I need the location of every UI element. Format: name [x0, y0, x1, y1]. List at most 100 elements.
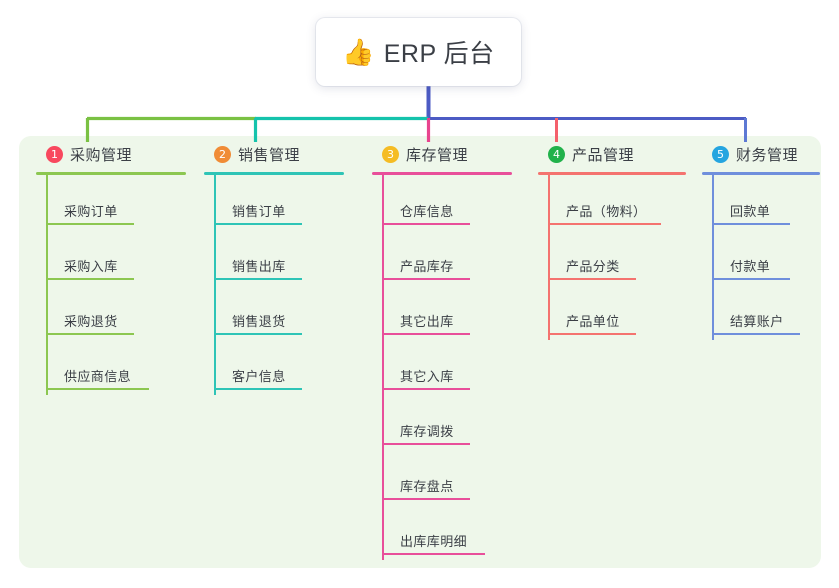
branch-item-underline: [712, 333, 800, 335]
branch-item-label: 销售订单: [232, 204, 286, 219]
branch-item-label: 回款单: [730, 204, 771, 219]
branch-item-label: 库存盘点: [400, 479, 454, 494]
branch-item-underline: [382, 553, 485, 555]
branch-item[interactable]: 仓库信息: [372, 175, 512, 230]
branch-item[interactable]: 销售订单: [204, 175, 344, 230]
branch-badge-1: 1: [46, 145, 63, 163]
branch-item-list-1: 采购订单采购入库采购退货供应商信息: [36, 175, 186, 395]
branch-item-underline: [548, 223, 661, 225]
branch-item-list-3: 仓库信息产品库存其它出库其它入库库存调拨库存盘点出库库明细: [372, 175, 512, 560]
branch-item-label: 出库库明细: [400, 534, 468, 549]
branch-item-underline: [46, 223, 134, 225]
branch-item[interactable]: 销售退货: [204, 285, 344, 340]
branch-item-label: 销售退货: [232, 314, 286, 329]
branch-header-1[interactable]: 1 采购管理: [46, 142, 186, 166]
branch-item-underline: [712, 223, 790, 225]
branch-item[interactable]: 产品库存: [372, 230, 512, 285]
branch-item-list-4: 产品（物料） 产品分类产品单位: [538, 175, 686, 340]
branch-title-2: 销售管理: [238, 146, 301, 164]
branch-item-underline: [46, 333, 134, 335]
branch-item-label: 销售出库: [232, 259, 286, 274]
branch-item-label: 产品库存: [400, 259, 454, 274]
branch-item-underline: [46, 278, 134, 280]
branch-header-5[interactable]: 5 财务管理: [712, 142, 820, 166]
branch-item-underline: [382, 498, 470, 500]
branch-item[interactable]: 付款单: [702, 230, 820, 285]
branch-title-4: 产品管理: [572, 146, 635, 164]
branch-item[interactable]: 库存调拨: [372, 395, 512, 450]
branch-item[interactable]: 客户信息: [204, 340, 344, 395]
branch-item-underline: [712, 278, 790, 280]
branch-column-5: 5 财务管理回款单付款单结算账户: [702, 142, 820, 340]
branch-item-label: 付款单: [730, 259, 771, 274]
diagram-background-panel: [19, 136, 821, 568]
branch-item[interactable]: 出库库明细: [372, 505, 512, 560]
branch-item[interactable]: 销售出库: [204, 230, 344, 285]
branch-item-underline: [214, 388, 302, 390]
branch-item[interactable]: 采购退货: [36, 285, 186, 340]
branch-badge-5: 5: [712, 145, 729, 163]
branch-badge-2: 2: [214, 145, 231, 163]
branch-item-label: 其它入库: [400, 369, 454, 384]
branch-item[interactable]: 产品（物料）: [538, 175, 686, 230]
branch-spine-4: [548, 175, 550, 340]
branch-title-3: 库存管理: [406, 146, 469, 164]
root-node-content: 👍 ERP 后台: [342, 34, 494, 70]
branch-item[interactable]: 其它入库: [372, 340, 512, 395]
branch-item-label: 产品分类: [566, 259, 620, 274]
branch-item-underline: [548, 278, 636, 280]
branch-item-underline: [46, 388, 149, 390]
branch-title-5: 财务管理: [736, 146, 799, 164]
branch-item-underline: [548, 333, 636, 335]
branch-item-underline: [382, 388, 470, 390]
branch-item-underline: [214, 278, 302, 280]
branch-spine-2: [214, 175, 216, 395]
branch-item-label: 采购订单: [64, 204, 118, 219]
branch-item-label: 其它出库: [400, 314, 454, 329]
branch-item-underline: [382, 278, 470, 280]
branch-underline-5: [702, 172, 820, 175]
branch-item-label: 采购退货: [64, 314, 118, 329]
branch-item[interactable]: 采购订单: [36, 175, 186, 230]
branch-item[interactable]: 其它出库: [372, 285, 512, 340]
branch-spine-3: [382, 175, 384, 560]
branch-item[interactable]: 供应商信息: [36, 340, 186, 395]
branch-item-label: 采购入库: [64, 259, 118, 274]
branch-underline-2: [204, 172, 344, 175]
branch-item[interactable]: 库存盘点: [372, 450, 512, 505]
branch-underline-1: [36, 172, 186, 175]
branch-item[interactable]: 结算账户: [702, 285, 820, 340]
branch-item-label: 客户信息: [232, 369, 286, 384]
thumbs-up-icon: 👍: [342, 37, 375, 67]
branch-item-label: 仓库信息: [400, 204, 454, 219]
branch-spine-1: [46, 175, 48, 395]
branch-item[interactable]: 回款单: [702, 175, 820, 230]
branch-item-underline: [214, 333, 302, 335]
branch-item-label: 产品单位: [566, 314, 620, 329]
branch-item-underline: [382, 333, 470, 335]
branch-underline-4: [538, 172, 686, 175]
branch-underline-3: [372, 172, 512, 175]
branch-column-1: 1 采购管理采购订单采购入库采购退货供应商信息: [36, 142, 186, 395]
branch-title-1: 采购管理: [70, 146, 133, 164]
branch-item-label: 产品（物料）: [566, 204, 647, 219]
branch-item-label: 供应商信息: [64, 369, 132, 384]
branch-header-2[interactable]: 2 销售管理: [214, 142, 344, 166]
root-node[interactable]: 👍 ERP 后台: [316, 18, 521, 86]
branch-item-list-2: 销售订单销售出库销售退货客户信息: [204, 175, 344, 395]
branch-column-2: 2 销售管理销售订单销售出库销售退货客户信息: [204, 142, 344, 395]
branch-item-underline: [382, 223, 470, 225]
branch-item[interactable]: 产品单位: [538, 285, 686, 340]
branch-item[interactable]: 产品分类: [538, 230, 686, 285]
root-title: ERP 后台: [383, 40, 495, 68]
branch-item-underline: [214, 223, 302, 225]
branch-item-list-5: 回款单付款单结算账户: [702, 175, 820, 340]
branch-item-label: 结算账户: [730, 314, 784, 329]
branch-item-underline: [382, 443, 470, 445]
branch-item[interactable]: 采购入库: [36, 230, 186, 285]
